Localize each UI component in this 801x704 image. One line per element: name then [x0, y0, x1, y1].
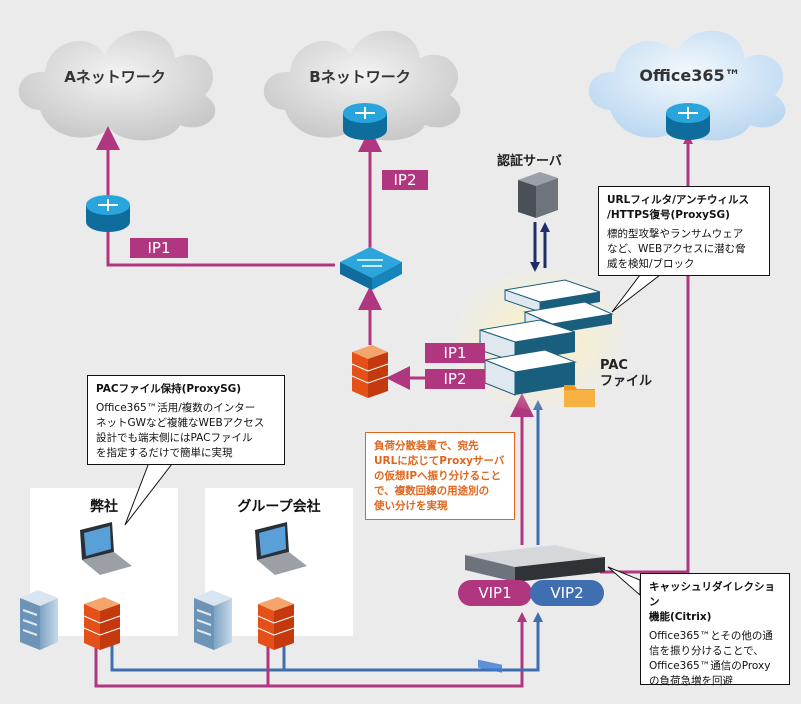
- laptop-own-icon: [80, 522, 132, 575]
- auth-server-label: 認証サーバ: [497, 154, 562, 169]
- cloud-a-network: [18, 30, 216, 141]
- connection-lines: [94, 126, 693, 688]
- vip1-badge: VIP1: [458, 580, 532, 606]
- callout-citrix-title: キャッシュリダイレクション 機能(Citrix): [649, 581, 775, 623]
- callout-pac-hold: PACファイル保持(ProxySG) Office365™活用/複数のインター …: [87, 375, 285, 465]
- switch-icon: [340, 247, 402, 290]
- callout-citrix: キャッシュリダイレクション 機能(Citrix) Office365™とその他の…: [640, 573, 790, 687]
- ip1-mid-tag: IP1: [425, 343, 485, 363]
- proxysg-appliance-icon: [479, 279, 614, 396]
- cloud-office365: [588, 30, 786, 141]
- building-own-icon: [20, 590, 58, 650]
- router-b-icon: [343, 103, 387, 140]
- laptop-group-icon: [255, 522, 307, 575]
- callout-load-balancer-body: 負荷分散装置で、宛先 URLに応じてProxyサーバ の仮想IPへ振り分けること…: [374, 440, 505, 512]
- vip2-badge: VIP2: [530, 580, 604, 606]
- cloud-b-network: [263, 30, 461, 141]
- callout-citrix-body: Office365™とその他の通 信を振り分けることで、 Office365™通…: [649, 630, 773, 687]
- firewall-top-icon: [351, 345, 389, 398]
- firewall-group-icon: [257, 597, 295, 650]
- callout-pac-hold-title: PACファイル保持(ProxySG): [96, 383, 242, 395]
- pac-folder-icon: [564, 385, 595, 407]
- cloud-a-label: Aネットワーク: [64, 68, 166, 86]
- firewall-own-icon: [83, 597, 121, 650]
- callout-proxysg-filter-title: URLフィルタ/アンチウィルス /HTTPS復号(ProxySG): [607, 194, 750, 221]
- router-a-icon: [86, 195, 130, 232]
- callout-proxysg-filter-body: 標的型攻撃やランサムウェア など、WEBアクセスに潜む脅 威を検知/ブロック: [607, 228, 746, 270]
- load-balancer-icon: [465, 545, 605, 673]
- router-office-icon: [666, 103, 710, 140]
- ip1-top-tag: IP1: [130, 238, 188, 258]
- callout-pac-hold-body: Office365™活用/複数のインター ネットGWなど複雑なWEBアクセス 設…: [96, 402, 265, 459]
- auth-server-icon: [518, 172, 558, 218]
- building-group-icon: [194, 590, 232, 650]
- ip2-mid-tag: IP2: [425, 369, 485, 389]
- pac-file-label: PAC ファイル: [600, 358, 653, 389]
- cloud-b-label: Bネットワーク: [309, 68, 411, 86]
- callout-load-balancer: 負荷分散装置で、宛先 URLに応じてProxyサーバ の仮想IPへ振り分けること…: [365, 432, 515, 520]
- ip2-top-tag: IP2: [382, 170, 428, 190]
- callout-proxysg-filter: URLフィルタ/アンチウィルス /HTTPS復号(ProxySG) 標的型攻撃や…: [598, 186, 770, 276]
- cloud-office-label: Office365™: [639, 66, 741, 85]
- site-own-label: 弊社: [90, 499, 118, 515]
- site-group-label: グループ会社: [237, 499, 321, 515]
